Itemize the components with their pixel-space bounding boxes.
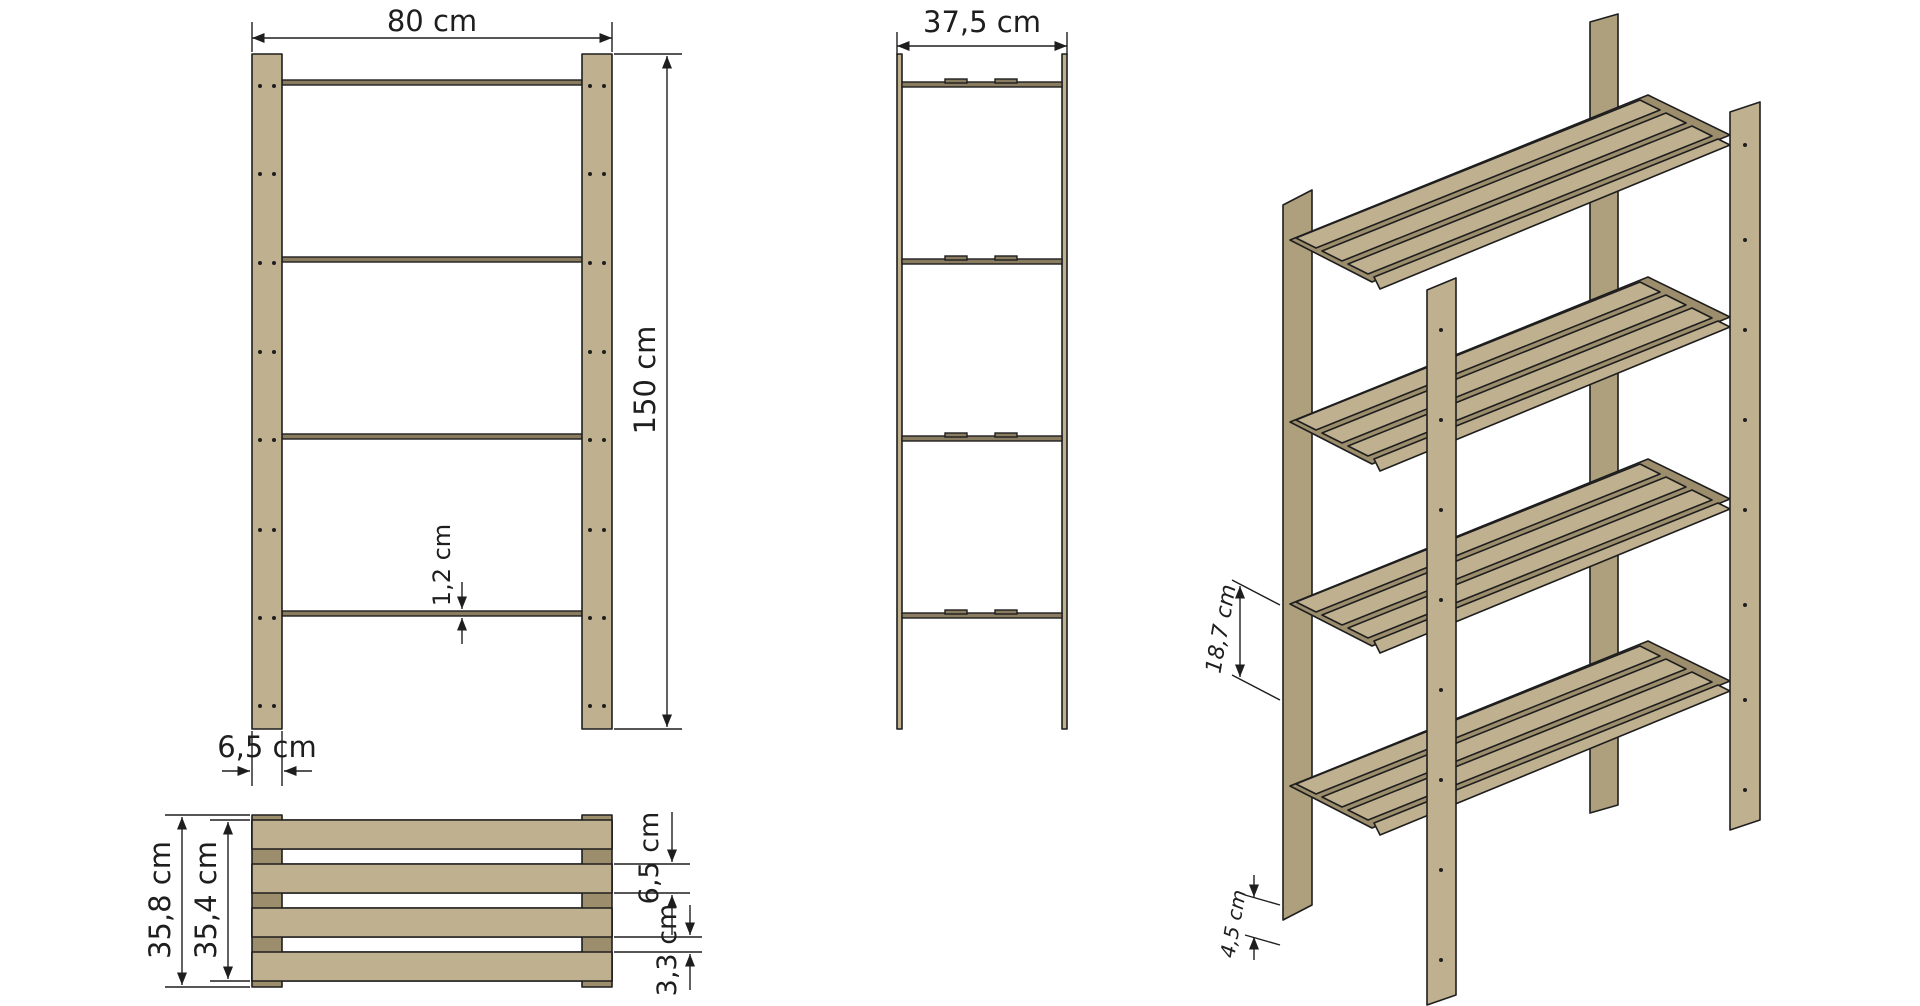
iso-post-screws [1439,143,1747,962]
front-width-dimension: 80 cm [251,4,613,52]
side-back-post [1061,53,1068,730]
iso-back-left-post [1282,189,1313,921]
front-height-label: 150 cm [628,326,662,435]
iso-shelf-3 [1289,458,1731,654]
top-inner-depth-label: 35,4 cm [189,841,223,959]
shelf-spacing-label: 18,7 cm [1202,583,1242,675]
bottom-clearance-label: 4,5 cm [1215,888,1251,960]
isometric-view: 18,7 cm 4,5 cm [1202,13,1761,1006]
iso-front-right-post [1729,101,1761,831]
bottom-clearance-dimension: 4,5 cm [1215,875,1281,960]
iso-shelf-1 [1289,94,1731,290]
top-outer-depth-dimension: 35,8 cm [143,814,250,988]
iso-front-left-post [1426,277,1457,1006]
slat-width-label: 6,5 cm [634,812,665,905]
top-view: 35,8 cm 35,4 cm 6,5 cm 3,3 cm [143,812,702,997]
shelf-thickness-label: 1,2 cm [428,524,456,606]
front-right-post [581,53,613,730]
front-height-dimension: 150 cm [614,53,682,730]
front-view: 80 cm [217,4,682,786]
side-shelves [901,78,1063,619]
front-left-post [251,53,283,730]
post-width-dimension: 6,5 cm [217,730,317,786]
post-width-label: 6,5 cm [217,730,317,764]
shelf-thickness-dimension: 1,2 cm [428,524,468,644]
shelf-spacing-dimension: 18,7 cm [1202,579,1281,701]
front-width-label: 80 cm [387,4,477,38]
front-post-screws [258,84,606,708]
iso-shelf-2 [1289,276,1731,472]
top-view-slats-over [251,819,613,982]
top-inner-depth-dimension: 35,4 cm [189,819,250,982]
slat-width-dimension: 6,5 cm [614,812,690,935]
side-front-post [896,53,903,730]
iso-shelf-4 [1289,640,1731,836]
side-depth-label: 37,5 cm [923,5,1041,39]
slat-gap-dimension: 3,3 cm [614,904,702,997]
top-outer-depth-label: 35,8 cm [143,841,177,959]
side-view: 37,5 cm [896,5,1068,730]
slat-gap-label: 3,3 cm [652,904,683,997]
side-depth-dimension: 37,5 cm [896,5,1068,55]
